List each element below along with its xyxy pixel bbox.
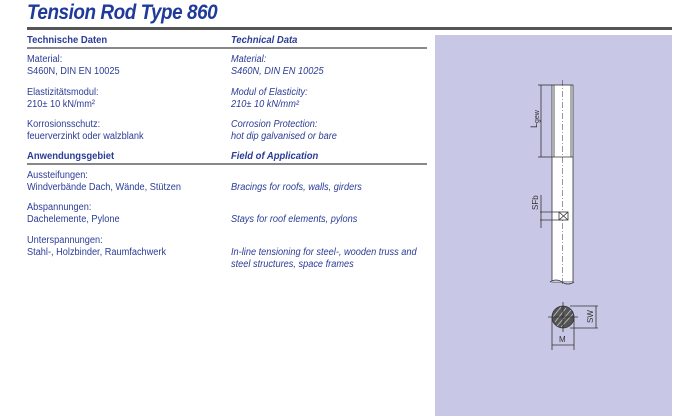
elasticity-de: Elastizitätsmodul:210± 10 kN/mm² — [27, 87, 99, 110]
heading-technical-data: Technical Data — [231, 34, 298, 46]
inline-tensioning-en: In-line tensioning for steel-, wooden tr… — [231, 247, 417, 270]
bracing-de: Aussteifungen:Windverbände Dach, Wände, … — [27, 170, 181, 193]
elasticity-en: Modul of Elasticity:210± 10 kN/mm² — [231, 87, 308, 110]
page-title: Tension Rod Type 860 — [27, 1, 218, 24]
divider — [27, 27, 672, 30]
heading-field-of-application: Field of Application — [231, 150, 319, 162]
rod-technical-drawing: Lgew SFb SW M — [529, 80, 598, 350]
bracing-en: Bracings for roofs, walls, girders — [231, 182, 362, 193]
corrosion-en: Corrosion Protection:hot dip galvanised … — [231, 119, 337, 142]
l-gew-label: Lgew — [529, 109, 541, 128]
m-label: M — [559, 335, 566, 344]
stays-en: Stays for roof elements, pylons — [231, 214, 358, 225]
sw-label: SW — [586, 310, 595, 323]
material-de: Material:S460N, DIN EN 10025 — [27, 54, 120, 77]
divider — [27, 163, 427, 165]
inline-tensioning-de: Unterspannungen:Stahl-, Holzbinder, Raum… — [27, 235, 167, 258]
material-en: Material:S460N, DIN EN 10025 — [231, 54, 324, 77]
divider — [27, 47, 427, 49]
corrosion-de: Korrosionsschutz:feuerverzinkt oder walz… — [27, 119, 144, 142]
heading-anwendungsgebiet: Anwendungsgebiet — [27, 150, 115, 162]
heading-technische-daten: Technische Daten — [27, 34, 108, 46]
sfb-label: SFb — [531, 195, 540, 210]
stays-de: Abspannungen:Dachelemente, Pylone — [27, 202, 120, 225]
